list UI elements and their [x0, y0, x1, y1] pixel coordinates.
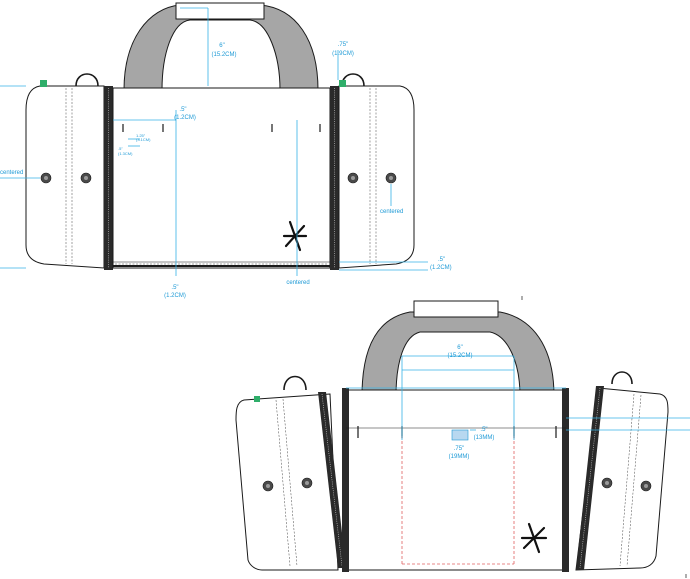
snap-buttons	[40, 172, 397, 184]
v1-ring-offset-metric: (1.9CM)	[332, 51, 354, 57]
brand-tag-right	[339, 80, 346, 87]
asterisk-logo-icon	[282, 220, 308, 252]
snap-buttons-open	[262, 477, 652, 492]
view-front-closed: 6" (15.2CM) .75" (1.9CM) .5" (1.2CM) 1.2…	[0, 2, 452, 299]
v1-centered-right: centered	[380, 209, 403, 215]
brand-tag-left-open	[254, 396, 260, 402]
v1-small-dim-b-metric: (1.3CM)	[118, 151, 133, 156]
v1-side-offset: .5"	[438, 257, 445, 263]
v1-ring-offset: .75"	[338, 42, 348, 48]
v1-tab-inset: .5"	[179, 107, 186, 113]
v2-label-width: .75"	[454, 446, 464, 452]
v2-label-height-metric: (13MM)	[474, 435, 495, 441]
v1-bottom-offset: .5"	[171, 285, 178, 291]
d-ring-left	[75, 73, 99, 87]
v1-small-dim-a-metric: (3.1CM)	[136, 137, 151, 142]
v1-centered-bottom: centered	[286, 280, 309, 286]
dimension-lines	[0, 7, 428, 276]
v1-strap-height-metric: (15.2CM)	[211, 52, 236, 58]
brand-tag-left	[40, 80, 47, 87]
d-ring-right-open	[611, 371, 633, 385]
view-front-open: 6" (15.2CM) .5" (13MM) .75" (19MM)	[235, 300, 690, 572]
v2-label-width-metric: (19MM)	[449, 454, 470, 460]
v1-strap-height: 6"	[219, 43, 224, 49]
v2-strap-height: 6"	[457, 345, 462, 351]
woven-label	[451, 429, 469, 441]
end-panel-right	[338, 85, 415, 269]
end-panel-left	[25, 85, 105, 269]
anchor-ticks	[122, 124, 321, 132]
end-flap-left	[235, 393, 339, 571]
dimension-lines-open	[346, 355, 690, 440]
asterisk-logo-icon-open	[520, 522, 548, 554]
v1-side-offset-metric: (1.2CM)	[430, 265, 452, 271]
v2-label-height: .5"	[480, 427, 487, 433]
v2-strap-height-metric: (15.2CM)	[447, 353, 472, 359]
zipper-right	[330, 86, 339, 270]
v1-tab-inset-metric: (1.2CM)	[174, 115, 196, 121]
stitch-guide	[401, 436, 515, 565]
zipper-left	[104, 86, 113, 270]
main-body-open	[345, 389, 567, 571]
v1-centered-left: centered	[0, 170, 23, 176]
v1-small-dim-a: 1.25"	[136, 133, 146, 138]
d-ring-left-open	[283, 375, 307, 391]
v1-small-dim-b: .5"	[118, 146, 123, 151]
end-flap-right	[575, 387, 669, 571]
v1-bottom-offset-metric: (1.2CM)	[164, 293, 186, 299]
